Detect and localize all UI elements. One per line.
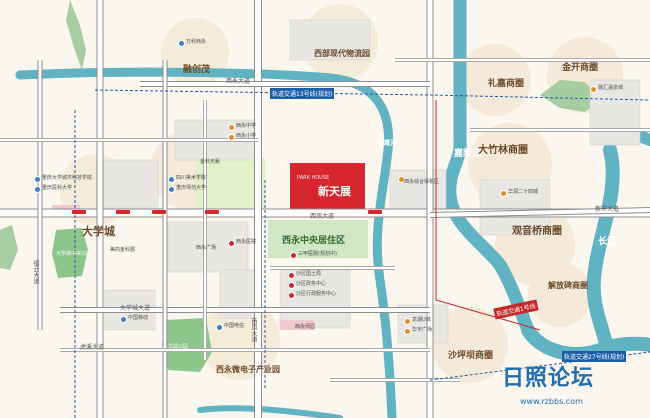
area-label: 礼嘉商圈 (488, 79, 525, 89)
area-label: 大学城 (82, 225, 115, 238)
metro-station[interactable] (116, 210, 130, 214)
poi-pin[interactable] (290, 252, 297, 259)
project-site (290, 163, 365, 213)
metro-lines (74, 89, 650, 418)
river-label: 嘉陵江 (454, 149, 482, 159)
road-label: 缙云大道 (32, 260, 39, 284)
area-label: 大学城中央公园 (56, 251, 92, 257)
poi-label: 华宇广场 (412, 327, 433, 333)
area-label: 融创茂 (183, 65, 211, 75)
poi-pin[interactable] (398, 176, 405, 183)
project-logo: PARK HOUSE (297, 175, 330, 181)
area-label: 沙坪坝商圈 (448, 351, 494, 361)
poi-label: 西永小学 (236, 133, 257, 139)
area-label: 金科天籁 (200, 159, 221, 165)
road-label: 西永大道 (226, 78, 251, 85)
road-label: 虎溪大道 (80, 344, 105, 351)
poi-pin[interactable] (404, 318, 411, 325)
poi-pin[interactable] (228, 134, 235, 141)
blocks (97, 19, 641, 344)
area-label: 西永中央居住区 (282, 236, 346, 246)
area-label: 金开商圈 (562, 63, 599, 73)
poi-pin[interactable] (288, 282, 295, 289)
poi-label: 三甲医院(规划中) (298, 251, 337, 257)
poi-label: 重庆医科大学 (42, 185, 73, 191)
river-label: 梁滩河 (376, 139, 397, 147)
metro-station[interactable] (72, 210, 86, 214)
poi-pin[interactable] (178, 40, 185, 47)
area-label: 华润公园 (168, 344, 189, 350)
poi-label: 西永医院 (236, 239, 257, 245)
road-label: 西凤大道 (250, 318, 257, 342)
poi-label: 中国电信 (224, 323, 245, 329)
parks (52, 158, 368, 372)
poi-pin[interactable] (216, 324, 223, 331)
poi-label: 沙区政务中心 (296, 281, 327, 287)
area-label: 大竹林商圈 (478, 145, 528, 156)
poi-label: 重庆师范大学 (176, 185, 207, 191)
metro-label: 轨道交通13号线(规划) (270, 88, 335, 99)
poi-label: 华润二十四城 (508, 189, 539, 195)
area-label: 美的金科郡 (110, 247, 136, 253)
poi-label: 中国移动 (128, 315, 149, 321)
poi-label: 西永中学 (236, 123, 257, 129)
poi-label: 西永综合保税区 (404, 179, 440, 185)
poi-label: 融汇温泉城 (598, 85, 624, 91)
metro-station[interactable] (368, 210, 382, 214)
poi-label: 龙湖U城 (412, 317, 431, 323)
road-label: 新市大道 (595, 206, 620, 213)
area-label: 西永师园 (295, 324, 316, 330)
hills (0, 0, 600, 270)
metro-station[interactable] (205, 210, 219, 214)
watermark-logo: 日照论坛 (502, 366, 595, 391)
poi-pin[interactable] (34, 186, 41, 193)
poi-label: 万科西永 (186, 39, 207, 45)
poi-pin[interactable] (228, 124, 235, 131)
poi-pin[interactable] (288, 292, 295, 299)
poi-pin[interactable] (168, 176, 175, 183)
pink-block (280, 320, 314, 330)
poi-pin[interactable] (120, 316, 127, 323)
poi-label: 沙区行政服务中心 (296, 291, 337, 297)
poi-label: 重庆大学城市科技学院 (42, 175, 93, 181)
poi-pin[interactable] (500, 190, 507, 197)
poi-label: 沙区国土局 (296, 271, 322, 277)
metro-station[interactable] (152, 210, 166, 214)
area-label: 观音桥商圈 (512, 226, 562, 237)
river-label: 长江 (598, 237, 617, 247)
poi-pin[interactable] (168, 186, 175, 193)
road-label: 西双大道 (310, 213, 335, 220)
watermark-url: www.rzbbs.com (520, 397, 583, 406)
project-name[interactable]: 新天展 (318, 185, 351, 198)
poi-pin[interactable] (288, 272, 295, 279)
area-label: 西部现代物流园 (314, 49, 370, 58)
road-label: 大学城大道 (120, 305, 151, 312)
poi-label: 四川美术学院 (176, 175, 207, 181)
poi-pin[interactable] (590, 86, 597, 93)
poi-pin[interactable] (228, 240, 235, 247)
area-label: 解放碑商圈 (548, 281, 588, 290)
area-label: 西永微电子产业园 (216, 365, 280, 374)
poi-pin[interactable] (34, 176, 41, 183)
metro-label: 轨道交通27号线(规划) (562, 351, 627, 362)
area-label: 西永广场 (196, 245, 217, 251)
poi-pin[interactable] (404, 328, 411, 335)
